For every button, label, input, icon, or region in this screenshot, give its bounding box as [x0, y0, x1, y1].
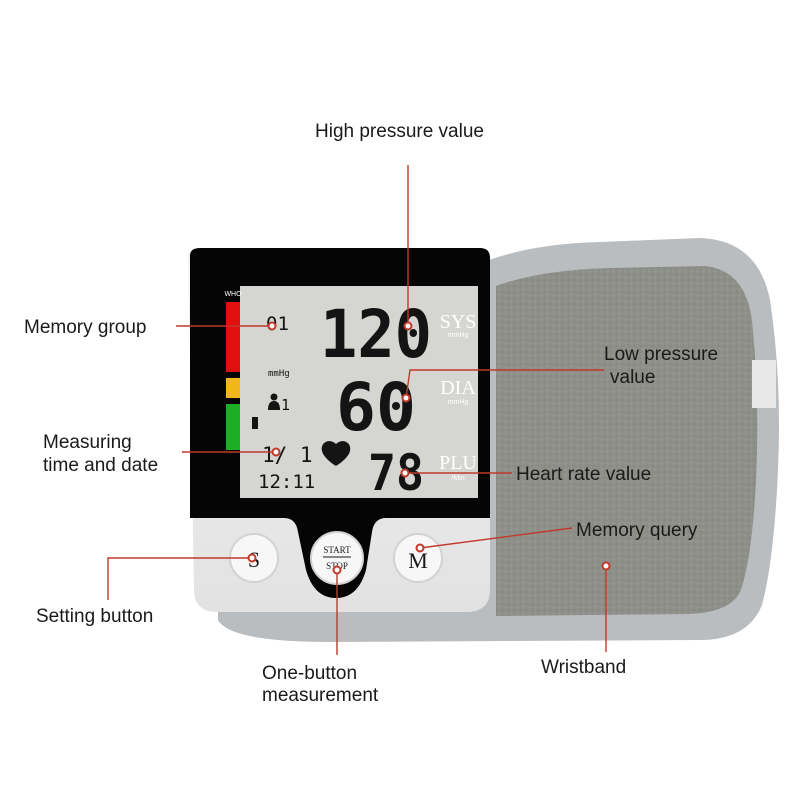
callout-texts: High pressure value Memory group Low pre…	[24, 121, 718, 706]
wristband	[218, 238, 779, 642]
who-bar-green	[226, 404, 240, 450]
user-icon	[268, 393, 280, 410]
callout-line-low-pressure	[405, 369, 604, 399]
battery-icon	[252, 417, 258, 429]
display-labels: SYS mmHg DIA mmHg PLU /Min	[439, 311, 477, 482]
start-label: START	[323, 545, 351, 555]
systolic-readout: 120	[320, 296, 432, 373]
sys-unit: mmHg	[448, 332, 469, 339]
time-readout: 12:11	[258, 471, 315, 493]
monitor-body	[188, 248, 490, 612]
callout-line-setting	[107, 557, 252, 600]
who-label: WHO	[224, 291, 242, 298]
memory-button[interactable]: M	[393, 533, 443, 583]
date-readout: 1/ 1	[262, 443, 313, 467]
callout-line-memory-query	[419, 527, 573, 549]
user-number: 1	[281, 396, 290, 414]
cuff-clip	[752, 360, 776, 408]
callout-measuring-line2: time and date	[43, 455, 158, 476]
who-bar-yellow	[226, 378, 240, 398]
callout-lines	[107, 165, 607, 655]
sys-label: SYS	[440, 311, 477, 333]
plu-label: PLU	[439, 452, 477, 474]
who-classification-bar: WHO	[224, 291, 242, 450]
lcd-unit-label: mmHg	[268, 369, 290, 379]
plu-unit: /Min	[451, 475, 464, 482]
callout-high-pressure: High pressure value	[315, 121, 484, 142]
callout-dots	[247, 321, 611, 575]
callout-low-pressure-line2: value	[610, 367, 655, 388]
dia-unit: mmHg	[448, 399, 469, 406]
callout-one-button-line1: One-button	[262, 663, 357, 684]
who-bar-red	[226, 302, 240, 372]
diastolic-readout: 60	[336, 369, 416, 446]
lcd-screen	[240, 286, 478, 498]
callout-measuring-line1: Measuring	[43, 432, 132, 453]
heart-icon	[321, 441, 351, 466]
callout-memory-query: Memory query	[576, 520, 698, 541]
callout-memory-group: Memory group	[24, 317, 147, 338]
memory-button-label: M	[408, 548, 428, 573]
callout-wristband: Wristband	[541, 657, 626, 678]
callout-low-pressure-line1: Low pressure	[604, 344, 718, 365]
lcd-contents: 01 120 mmHg 1 60 1/ 1 12:11 78	[252, 296, 432, 502]
dia-label: DIA	[440, 377, 476, 399]
callout-heart-rate: Heart rate value	[516, 464, 651, 485]
callout-setting-button: Setting button	[36, 606, 153, 627]
callout-one-button-line2: measurement	[262, 685, 379, 706]
